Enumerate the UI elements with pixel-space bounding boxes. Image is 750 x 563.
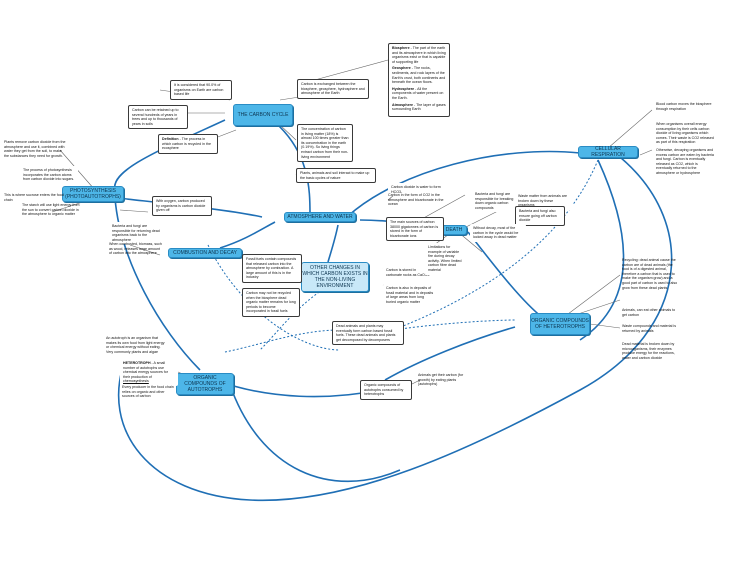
- with-oxygen-note: With oxygen, carbon produced by organism…: [152, 196, 212, 216]
- dead-material-text: Dead material is broken down by microorg…: [622, 342, 675, 360]
- definition-text: - The process in which carbon is recycle…: [162, 137, 211, 151]
- decomposers-note: Bacteria and fungi are responsible for b…: [472, 190, 518, 213]
- chemosynthesis-link[interactable]: chemosynthesis: [123, 379, 149, 384]
- biosphere-label: Biosphere: [392, 46, 410, 50]
- autotroph-def-text: An autotroph is an organism that makes i…: [106, 336, 165, 354]
- animals-eat-text: Animals get their carbon (for growth) by…: [418, 373, 464, 387]
- heterotroph-label: HETEROTROPH: [123, 361, 151, 365]
- topic-photosynthesis[interactable]: PHOTOSYNTHESIS (PHOTOAUTOTROPHS): [62, 186, 124, 202]
- geosphere-label: Geosphere: [392, 66, 411, 71]
- when-organisms-text: When organisms overall energy consumptio…: [656, 122, 714, 145]
- starch-text: The starch will use light energy from th…: [22, 203, 80, 217]
- carbon-trapped-note: Carbon may not be recycled when the bios…: [242, 288, 300, 317]
- topic-cellular-respiration[interactable]: CELLULAR RESPIRATION: [578, 146, 638, 158]
- retained-note: Carbon can be retained up to several hun…: [128, 105, 188, 130]
- recycling-text: Recycling: dead animal cause the carbon …: [622, 258, 678, 290]
- biosphere-text: - The part of the earth and its atmosphe…: [392, 46, 446, 64]
- otherwise-text: Otherwise, decaying organisms and excess…: [656, 148, 714, 175]
- heterotroph-note: HETEROTROPH - A small number of autotrop…: [120, 359, 178, 386]
- waste-compounds-text: Waste compounds and material is returned…: [622, 324, 676, 333]
- carbonate-text: Carbon in the form of CO2 in the atmosph…: [388, 193, 444, 207]
- limestone-process-note: Carbon is also in deposits of fossil mat…: [383, 284, 437, 307]
- topic-carbon-cycle[interactable]: THE CARBON CYCLE: [233, 104, 293, 126]
- recycling2-text: Animals, can eat other animals to get ca…: [622, 308, 676, 317]
- dead-animals-note: Dead animals and plants may eventually f…: [332, 321, 404, 346]
- every-producer-text: Every producer in the food chain relies …: [122, 385, 174, 399]
- stored-limestone-note: Carbon is stored in carbonate rocks as C…: [383, 266, 433, 280]
- without-decay-note: Without decay, most of the carbon in the…: [470, 224, 526, 242]
- plants-remove-text: Plants remove carbon dioxide from the at…: [4, 140, 66, 158]
- heterotroph-text: - A small number of autotrophs use chemi…: [123, 361, 168, 379]
- topic-combustion-decay[interactable]: COMBUSTION AND DECAY: [168, 248, 242, 258]
- ninety-percent-note: It is considered that 90.0% of organisms…: [170, 80, 232, 100]
- process-photo-note: The process of photosynthesis incorporat…: [20, 166, 78, 184]
- topic-organic-autotrophs[interactable]: ORGANIC COMPOUNDS OF AUTOTROPHS: [176, 373, 234, 395]
- definition-label: Definition: [162, 137, 179, 141]
- main-stores-note: The main sources of carbon 38000 gigaton…: [386, 217, 444, 242]
- topic-atmosphere-water[interactable]: ATMOSPHERE AND WATER: [284, 212, 356, 222]
- concentration-note: The concentration of carbon in living ma…: [297, 124, 353, 163]
- sucrose-text: This is where sucrose enters the food ch…: [4, 193, 64, 202]
- waste-matter-note: Waste matter from animals are broken dow…: [515, 192, 573, 210]
- plants-animals-note: Plants, animals and soil interact to mak…: [296, 168, 376, 184]
- topic-organic-heterotrophs[interactable]: ORGANIC COMPOUNDS OF HETEROTROPHS: [530, 313, 590, 335]
- fossil-fuels-note: Fossil fuels contain compounds that rele…: [242, 254, 302, 283]
- spheres-note: Biosphere - The part of the earth and it…: [388, 43, 450, 117]
- bacteria-co2-note: Bacteria and fungi are responsible for r…: [109, 222, 165, 245]
- topic-reservoirs[interactable]: OTHER CHANGES IN WHICH CARBON EXISTS IN …: [301, 262, 369, 292]
- blood-carbon-text: Blood carbon moves the biosphere through…: [656, 102, 712, 111]
- geosphere-text: - The rocks, sediments, and rock layers …: [392, 66, 446, 85]
- organic-compounds-note: Organic compounds of autotrophs consumed…: [360, 380, 412, 400]
- hydrosphere-text: - All the components of water present on…: [392, 86, 444, 100]
- hydrosphere-label: Hydrosphere: [392, 86, 415, 91]
- when-combusted-text: When combusted, biomass, such as wood, r…: [109, 242, 162, 256]
- dissolved-note: Carbon dioxide is water to form HCO3-: [388, 183, 444, 197]
- atmosphere-label: Atmosphere: [392, 102, 413, 107]
- topic-death[interactable]: DEATH: [441, 225, 467, 235]
- definition-note: Definition - The process in which carbon…: [158, 134, 218, 154]
- carbon-exchange-note: Carbon is exchanged between the biospher…: [297, 79, 369, 99]
- bacteria-fungi-note: Bacteria and fungi also ensure going off…: [515, 206, 565, 226]
- limitations-note: Limitations for example of variable fire…: [425, 243, 465, 275]
- atmosphere-text: - The layer of gases surrounding Earth: [392, 102, 446, 112]
